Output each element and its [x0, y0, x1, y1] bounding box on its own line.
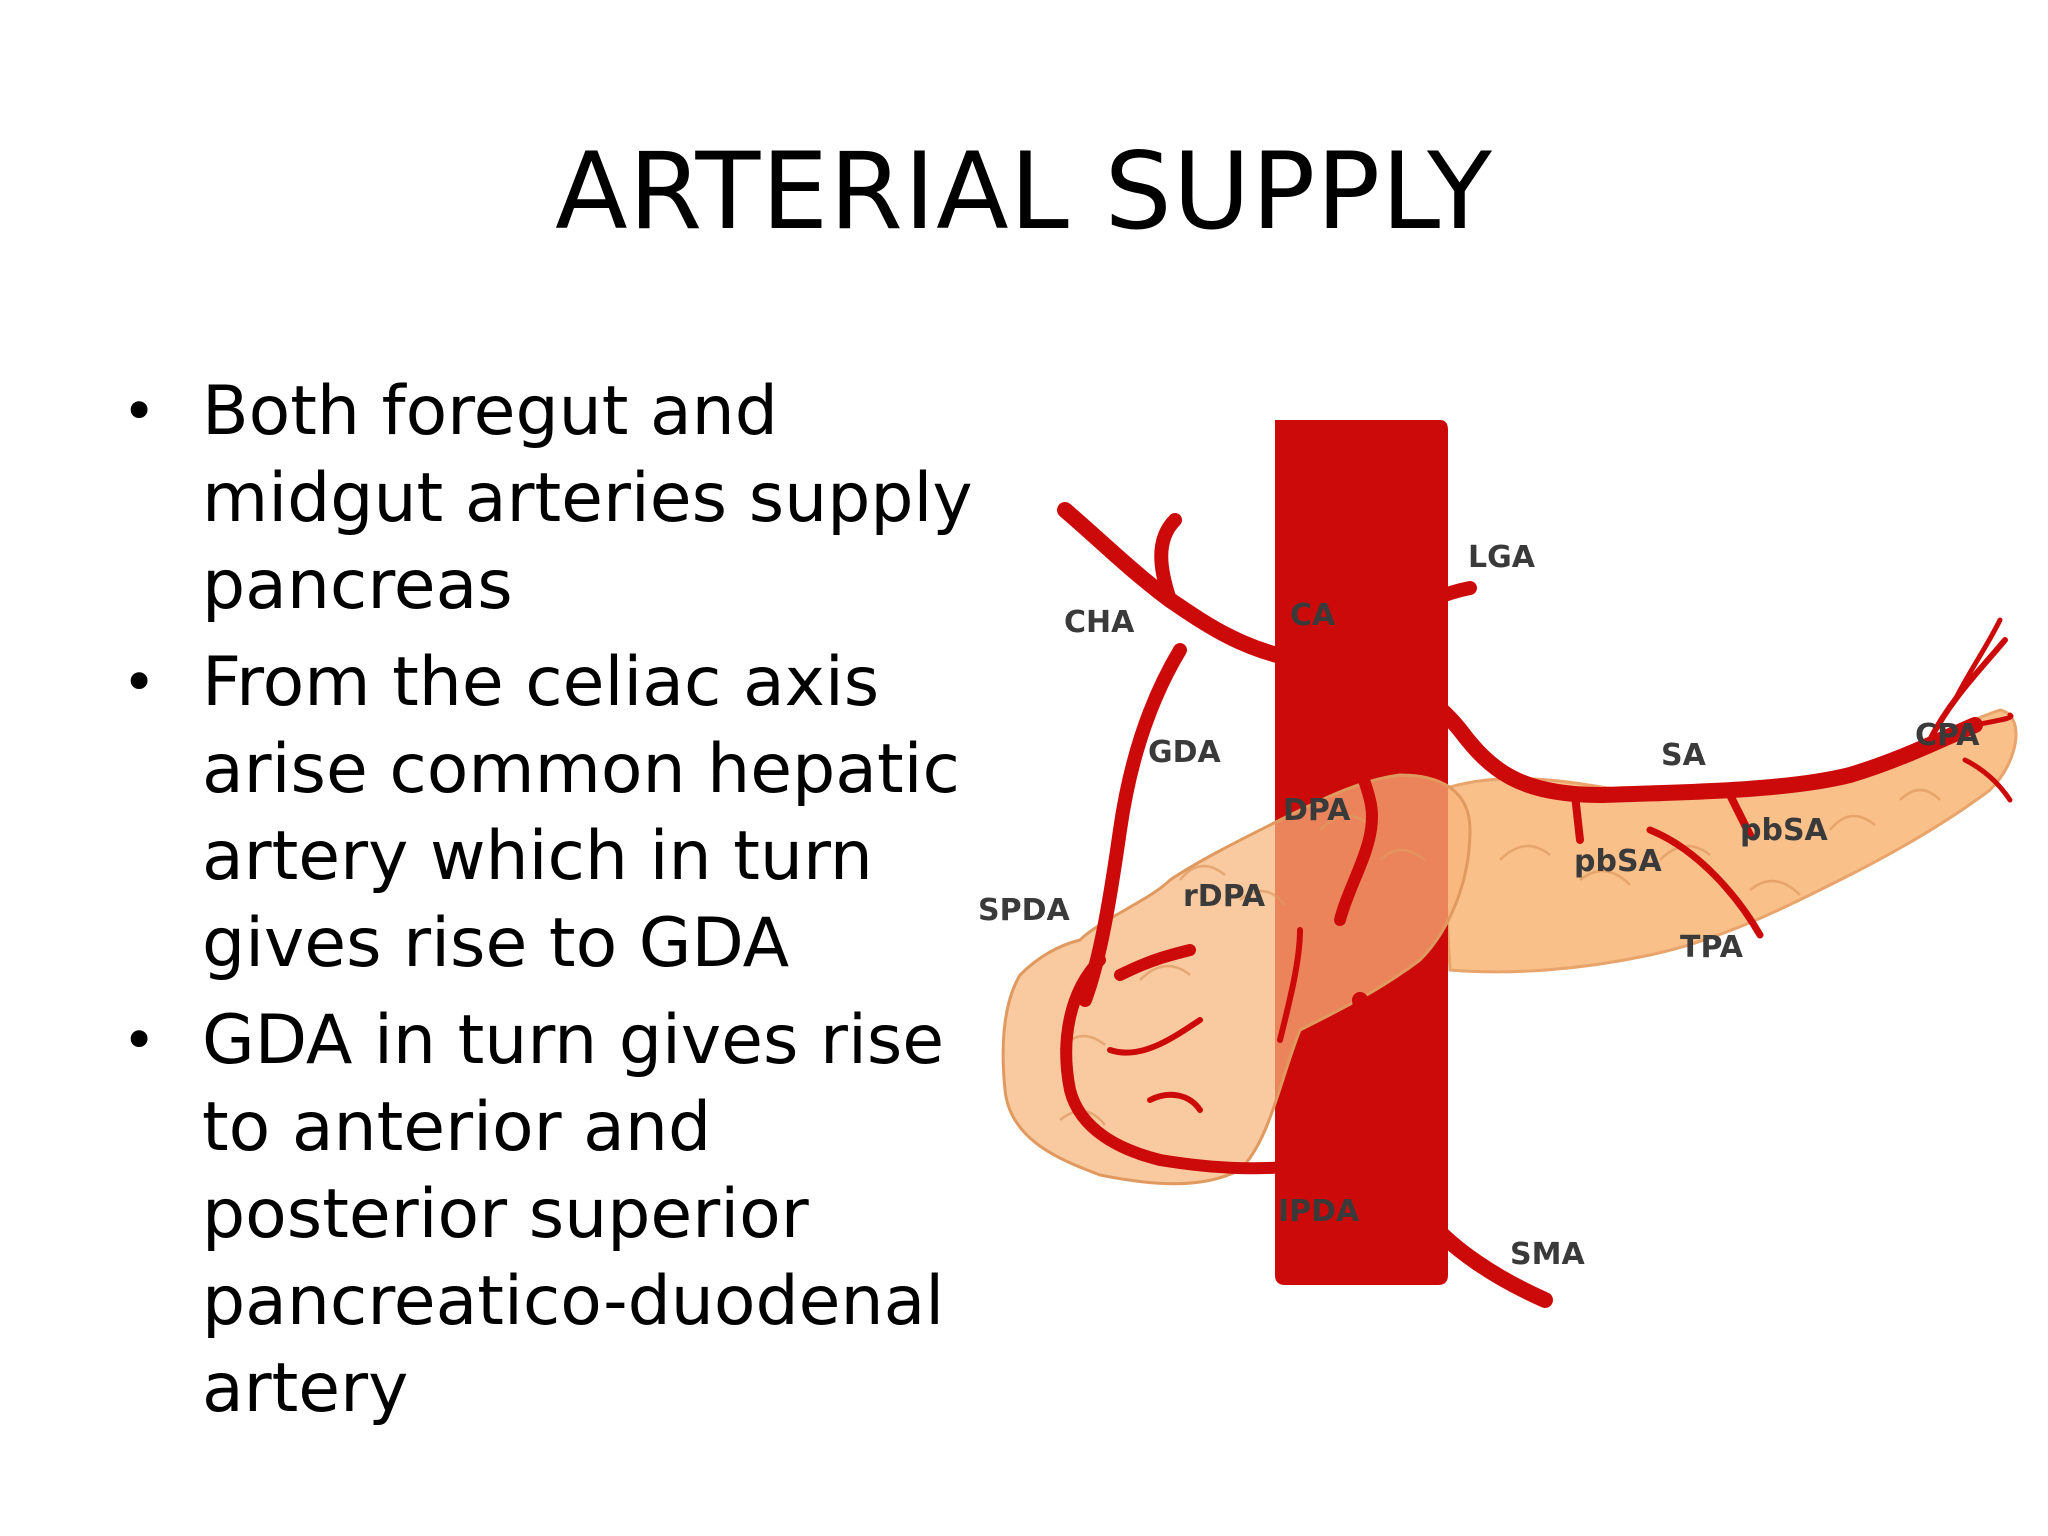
label-cpa: CPA [1915, 718, 1980, 753]
head-branch [1147, 1091, 1203, 1113]
splenic-hilum-branch [1972, 712, 2014, 728]
bullet-icon: • [122, 648, 157, 716]
arteries [1057, 502, 2014, 1308]
pbsa-branch-2 [1726, 791, 1754, 839]
bullet-list: • Both foregut and midgut arteries supply… [118, 368, 998, 1442]
bullet-text: Both foregut and midgut arteries supply … [202, 372, 973, 625]
arterial-supply-diagram: CHA CA LGA GDA DPA SA CPA pbSA pbSA rDPA… [978, 420, 2018, 1308]
left-gastric-artery [1363, 581, 1477, 667]
head-branch [1107, 1017, 1203, 1056]
bullet-item: • Both foregut and midgut arteries supply… [118, 368, 998, 629]
label-tpa: TPA [1680, 930, 1744, 965]
bullet-icon: • [122, 377, 157, 445]
label-ca: CA [1290, 598, 1336, 633]
label-dpa: DPA [1283, 793, 1351, 828]
spda-arcade [1060, 954, 1306, 1175]
label-cha: CHA [1064, 605, 1135, 640]
pbsa-branch-1 [1571, 791, 1584, 844]
ipda-branch [1284, 1074, 1366, 1176]
bullet-text: From the celiac axis arise common hepati… [202, 643, 960, 983]
label-rdpa: rDPA [1183, 879, 1266, 914]
splenic-artery [1292, 652, 1983, 803]
label-lga: LGA [1468, 540, 1536, 575]
label-spda: SPDA [978, 893, 1070, 928]
bullet-item: • From the celiac axis arise common hepat… [118, 639, 998, 987]
label-gda: GDA [1148, 735, 1222, 770]
bullet-text: GDA in turn gives rise to anterior and p… [202, 1001, 945, 1428]
pancreas-lobules [1059, 788, 1941, 1126]
tpa-branch [1646, 826, 1764, 939]
diagram-labels: CHA CA LGA GDA DPA SA CPA pbSA pbSA rDPA… [978, 540, 1980, 1272]
dorsal-pancreatic-artery [1324, 684, 1378, 926]
slide-title: ARTERIAL SUPPLY [555, 130, 1493, 253]
bullet-item: • GDA in turn gives rise to anterior and … [118, 997, 998, 1432]
label-pbsa-2: pbSA [1740, 813, 1829, 848]
head-branch [1277, 927, 1303, 1043]
label-pbsa-1: pbSA [1574, 844, 1663, 879]
label-ipda: IPDA [1278, 1194, 1360, 1229]
label-sma: SMA [1510, 1237, 1585, 1272]
bullet-icon: • [122, 1006, 157, 1074]
hepatic-branch [1154, 513, 1182, 607]
splenic-hilum-branch [1927, 637, 2008, 743]
splenic-hilum-branch [1952, 617, 2003, 703]
rdpa-branch [1114, 944, 1196, 981]
label-sa: SA [1661, 738, 1707, 773]
superior-mesenteric-artery [1352, 992, 1553, 1308]
splenic-hilum-branch [1962, 757, 2013, 803]
